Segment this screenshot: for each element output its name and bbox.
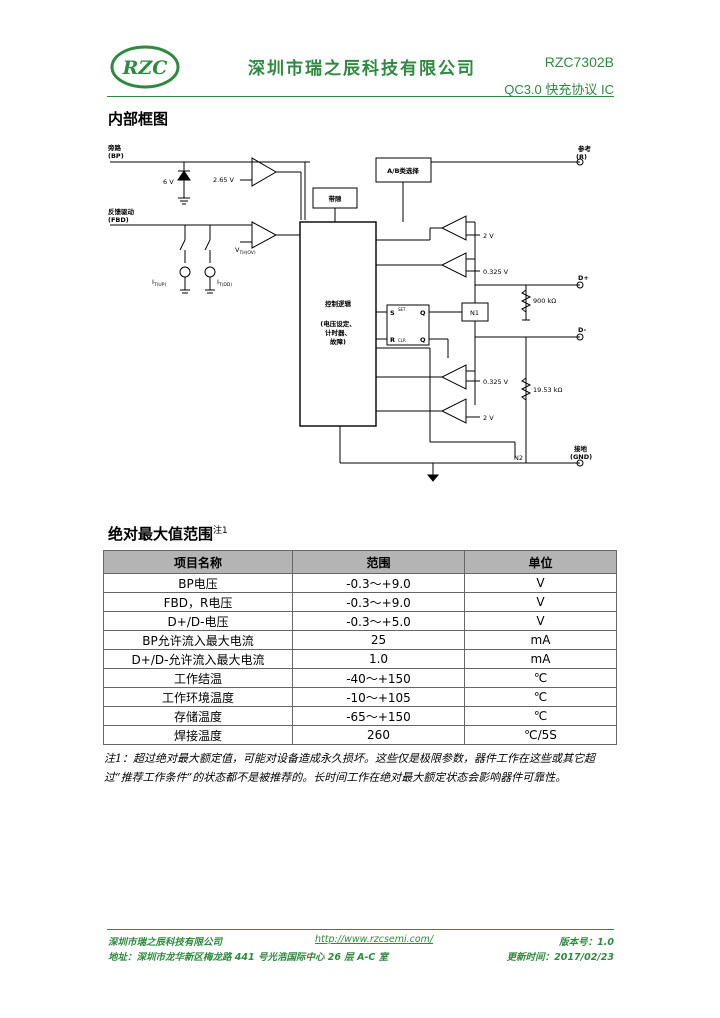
control-logic-line1: (电压设定、 [320,319,355,328]
logo-text: RZC [122,57,168,79]
vth-ov-label: VTH(OV) [235,246,256,256]
col-header-unit: 单位 [464,550,617,574]
ff-q: Q [420,309,426,317]
block-diagram: 旁路 (BP) 6 V 2.65 V 反馈驱动 (FBD) VTH(OV) IT… [107,143,592,482]
v0325-top: 0.325 V [483,268,509,276]
col-header-range: 范围 [292,550,465,574]
part-number: RZC7302B [544,54,614,70]
footer-version: 版本号：1.0 [559,937,614,948]
dplus-label: D+ [578,274,589,282]
r1953-label: 19.53 kΩ [533,386,562,394]
it-up-label: IT(UP) [152,278,166,288]
table-row: 工作环境温度-10～+105℃ [103,687,617,707]
company-logo: RZC [110,45,180,89]
ff-q-bar: Q [420,336,426,344]
header-subtitle: QC3.0 快充协议 IC [504,82,614,97]
col-header-item: 项目名称 [103,550,293,574]
company-name-header: 深圳市瑞之辰科技有限公司 [248,59,476,79]
n1-label: N1 [470,309,479,317]
ref-voltage-265: 2.65 V [213,176,235,184]
it-dd-label: IT(DD) [217,278,232,288]
note-marker: 注1 [213,526,228,536]
dminus-label: D- [578,326,587,334]
ff-clr: CLR [398,338,406,343]
v2-bot: 2 V [483,414,494,422]
footer-updated: 更新时间：2017/02/23 [506,952,614,963]
footer-address: 地址：深圳市龙华新区梅龙路 441 号光浩国际中心 26 层 A-C 室 [108,952,389,963]
gnd-pin: (GND) [570,453,592,461]
r900-label: 900 kΩ [533,297,556,305]
n2-label: N2 [514,454,523,462]
ff-s: S [390,309,395,317]
footer-company: 深圳市瑞之辰科技有限公司 [108,937,223,948]
ff-set: SET [398,307,406,312]
bp-pin: (BP) [108,152,124,160]
table-row: 工作结温-40～+150℃ [103,668,617,688]
bp-label: 旁路 [107,143,122,152]
ff-r: R [390,336,395,344]
v2-top: 2 V [483,232,494,240]
footer-divider [107,929,614,930]
bandgap-label: 带隙 [329,194,343,203]
fbd-label: 反馈驱动 [108,207,135,216]
footer-url-link[interactable]: http://www.rzcsemi.com/ [315,934,434,945]
control-logic-line3: 故障) [330,337,346,346]
control-logic-title: 控制逻辑 [325,299,352,308]
v0325-bot: 0.325 V [483,378,509,386]
abs-max-note: 注1：超过绝对最大额定值，可能对设备造成永久损坏。这些仅是极限参数，器件工作在这… [104,752,595,784]
abs-max-title: 绝对最大值范围注1 [108,525,228,543]
fbd-pin: (FBD) [108,216,129,224]
control-logic-line2: 计时器、 [325,328,351,337]
table-row: 存储温度-65～+150℃ [103,706,617,726]
zener-voltage: 6 V [163,178,174,186]
header-divider [107,96,614,97]
ab-select-label: A/B类选择 [387,166,419,175]
gnd-label: 接地 [574,444,588,453]
block-diagram-title: 内部框图 [108,110,169,128]
ref-pin: (R) [576,153,587,161]
ref-label: 参考 [578,144,592,153]
